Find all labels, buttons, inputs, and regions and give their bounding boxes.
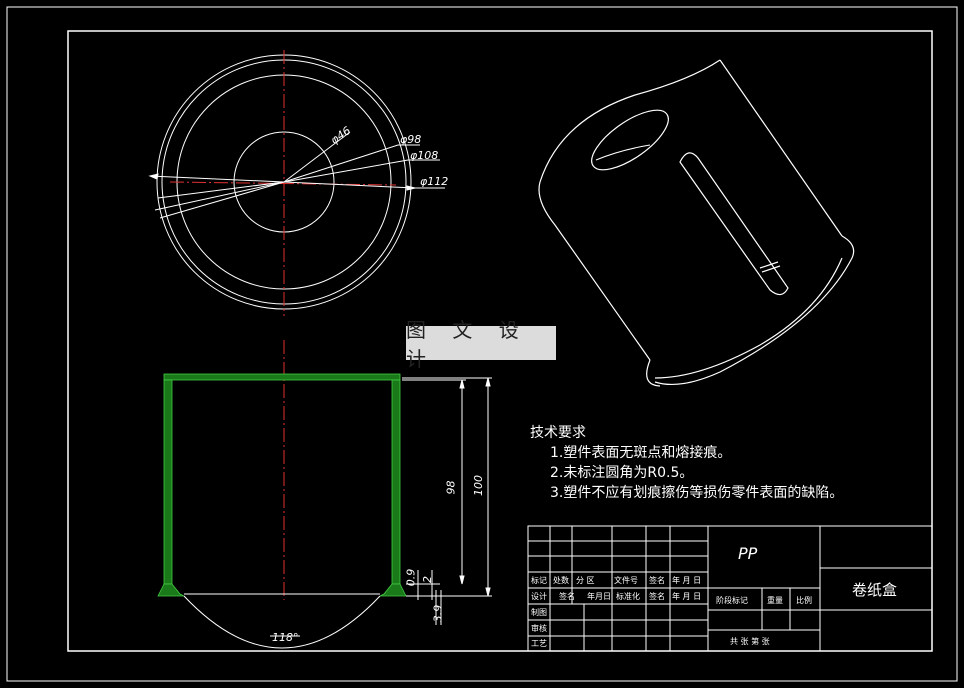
tb-sheet-text: 共 张 第 张: [730, 637, 770, 646]
tb-weight-label: 重量: [767, 596, 783, 605]
material-label: PP: [738, 544, 758, 563]
tb-check: 审核: [531, 624, 547, 633]
tb-revision-zone: 分 区: [576, 576, 595, 585]
watermark-label: 图 文 设 计: [406, 318, 556, 371]
part-name: 卷纸盒: [852, 581, 898, 599]
tech-item-3: 3.塑件不应有划痕擦伤等损伤零件表面的缺陷。: [550, 485, 844, 501]
dim-phi112: φ112: [420, 175, 449, 188]
tb-standard-date: 年 月 日: [672, 592, 702, 601]
tb-revision-doc: 文件号: [614, 576, 638, 585]
title-block-grid: [527, 525, 933, 652]
dim-thickness-09: 0.9: [404, 568, 418, 587]
tech-item-2: 2.未标注圆角为R0.5。: [550, 465, 694, 481]
dim-height-100: 100: [472, 475, 485, 496]
tb-revision-count: 处数: [553, 576, 569, 585]
left-wall: [163, 379, 173, 585]
outer-border: [6, 6, 958, 682]
dim-2: 2: [421, 576, 434, 583]
tb-design-sign: 签名: [559, 592, 575, 601]
section-view: [157, 340, 492, 649]
top-view: [148, 50, 445, 316]
tb-process: 工艺: [531, 639, 547, 648]
tb-revision-sign: 签名: [649, 576, 665, 585]
inner-border: [67, 30, 933, 652]
tb-stage-label: 阶段标记: [716, 596, 748, 605]
tb-drawn: 制图: [531, 608, 547, 617]
top-rim: [163, 373, 401, 381]
tb-revision-date: 年 月 日: [672, 576, 702, 585]
right-wall: [391, 379, 401, 585]
dim-height-98: 98: [444, 480, 458, 495]
dim-angle-118: 118°: [272, 631, 299, 644]
tb-standard-sign: 签名: [649, 592, 665, 601]
tb-scale-label: 比例: [796, 596, 812, 605]
isometric-view: [538, 59, 855, 387]
tb-design-date: 年月日: [587, 592, 611, 601]
tb-revision-mark: 标记: [531, 576, 547, 585]
tech-item-1: 1.塑件表面无斑点和熔接痕。: [550, 445, 732, 461]
dim-phi98: φ98: [400, 133, 422, 146]
dim-39: 3.9: [431, 604, 445, 623]
tb-standard: 标准化: [616, 592, 640, 601]
tb-design: 设计: [531, 592, 547, 601]
dim-phi108: φ108: [410, 149, 439, 162]
tech-heading: 技术要求: [530, 425, 586, 441]
